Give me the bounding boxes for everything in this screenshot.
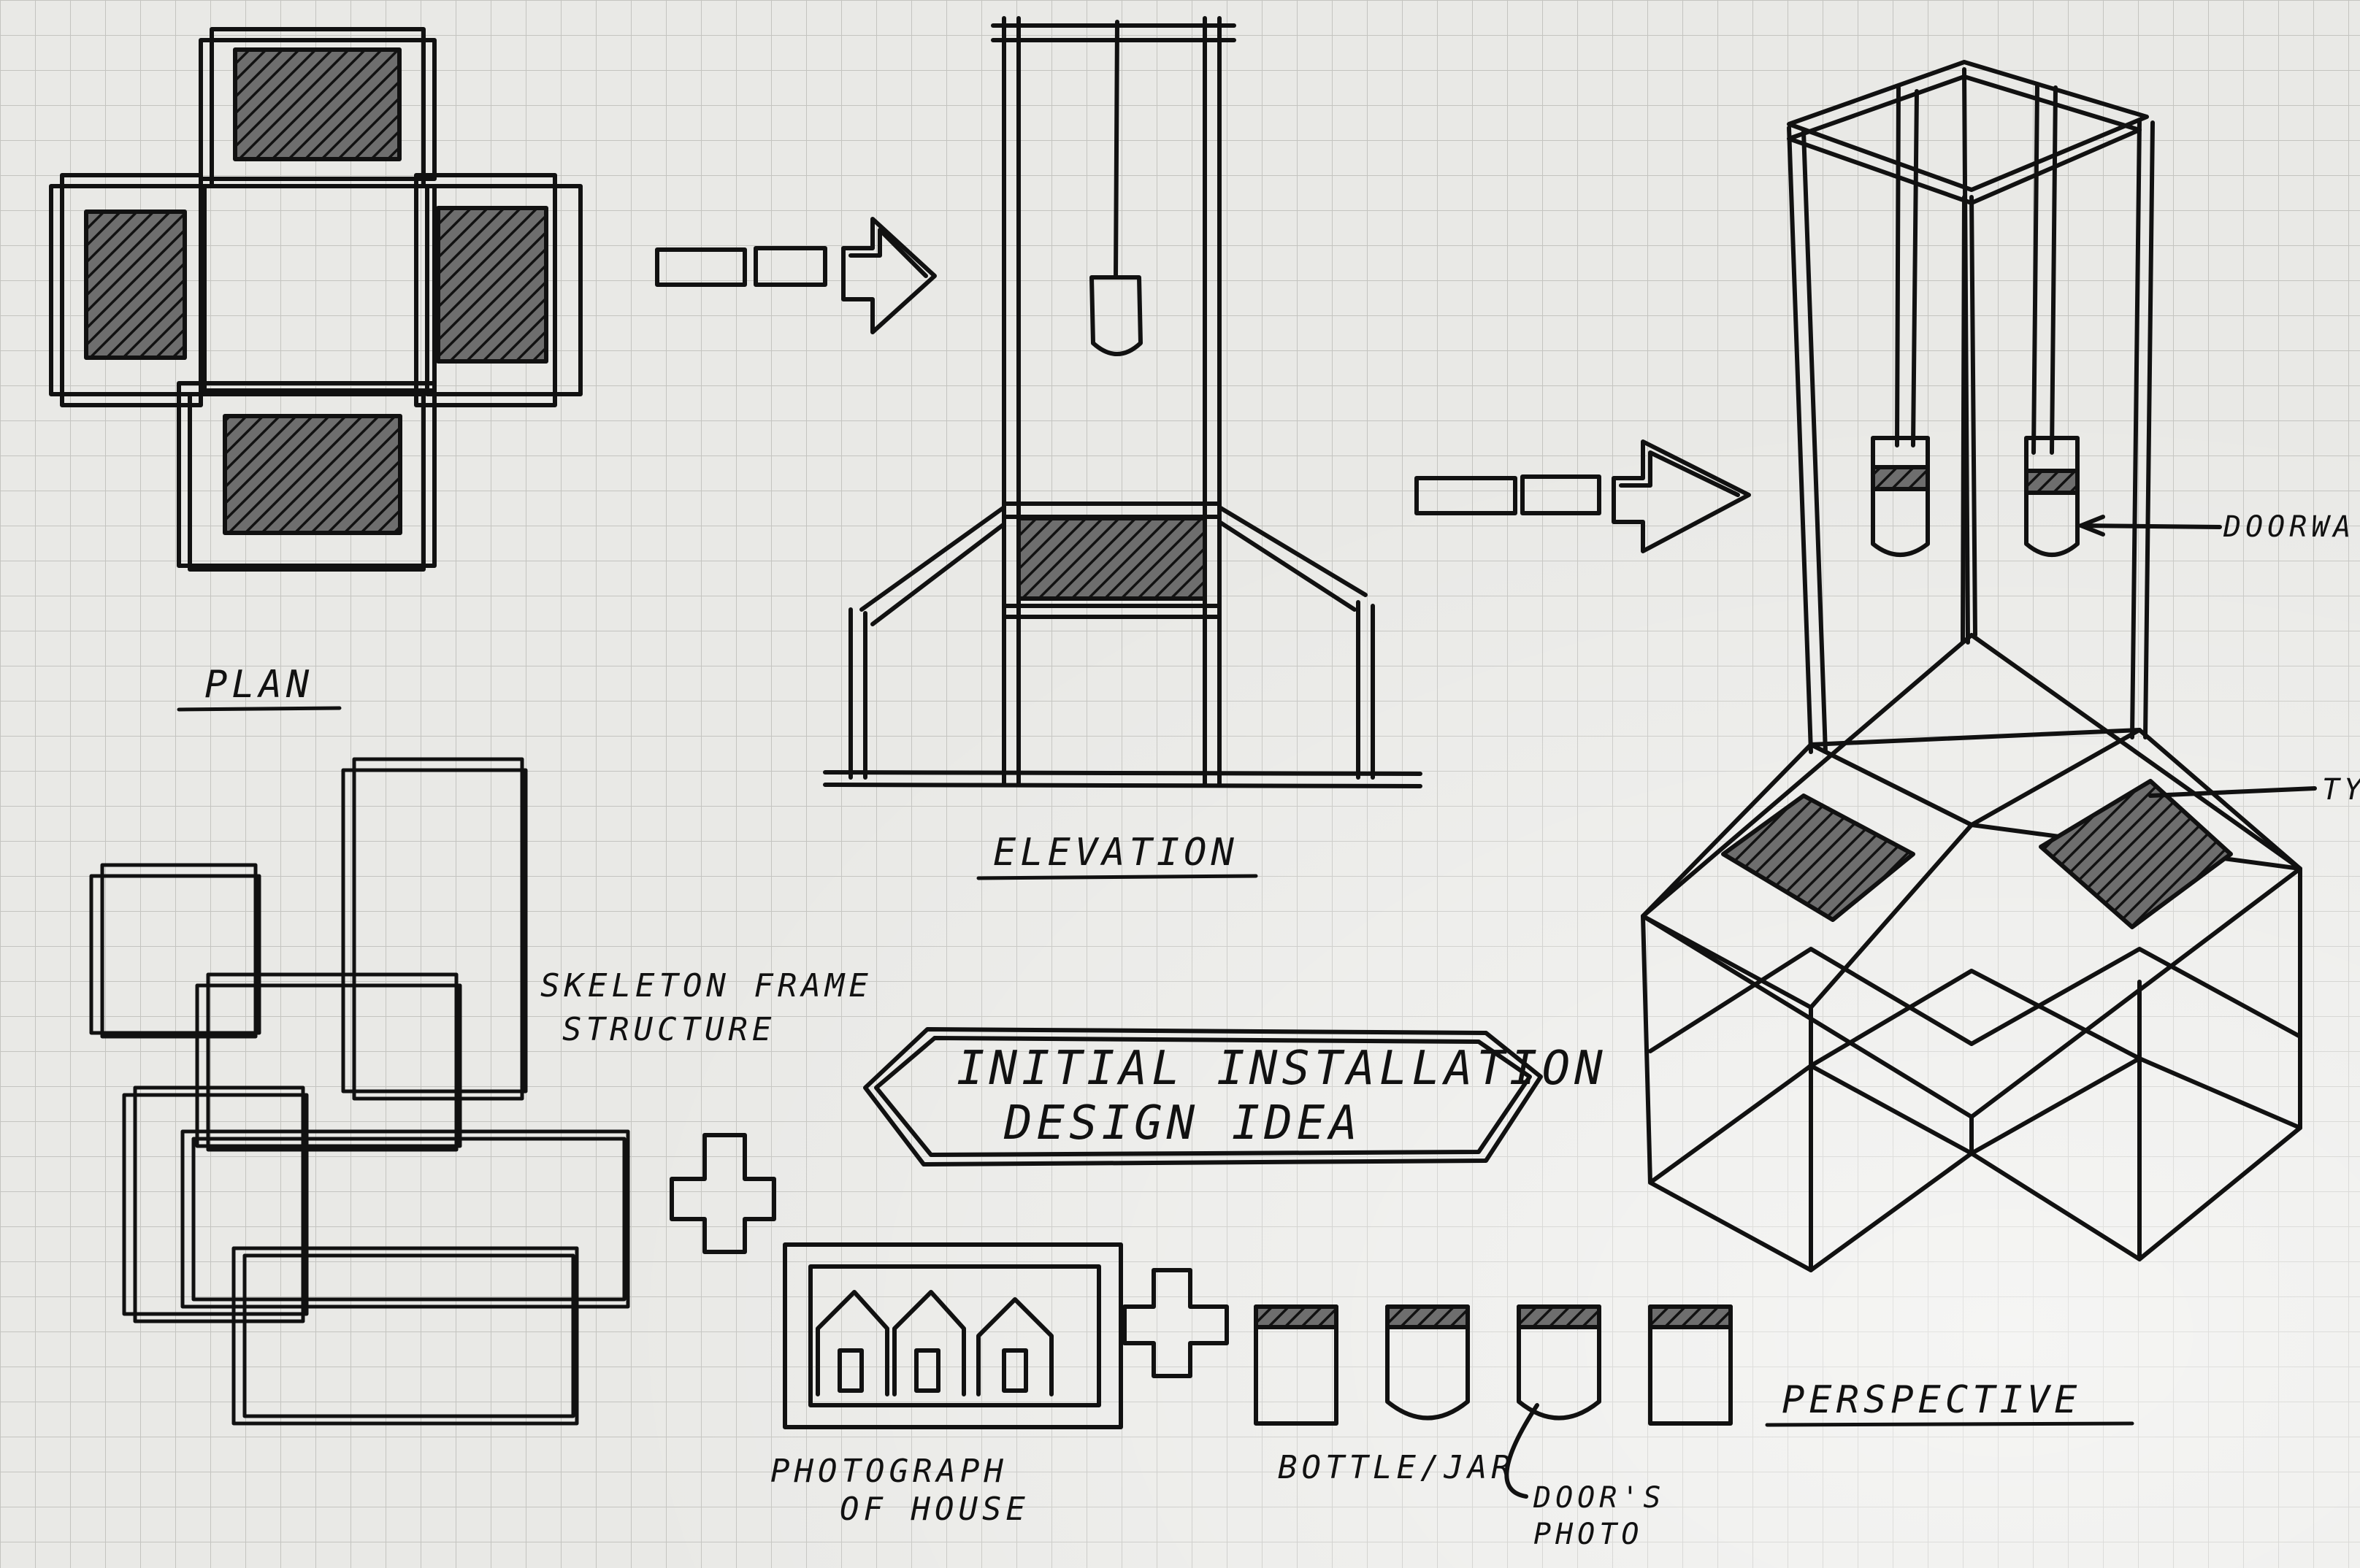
doorway-callout-label: DOORWA (2223, 510, 2356, 544)
doors-photo-arrow (1504, 1403, 1539, 1499)
doors-label-line1: DOOR'S (1533, 1481, 1666, 1515)
perspective-jar (1871, 436, 1930, 557)
perspective-drawing (1641, 60, 2317, 1272)
elevation-underline (976, 874, 1258, 880)
house-icon (816, 1290, 889, 1396)
plan-label: PLAN (204, 663, 313, 707)
plan-hatched-panel-left (84, 210, 187, 360)
skeleton-label-line1: SKELETON FRAME (540, 967, 873, 1004)
arrow-right-icon (1414, 439, 1751, 553)
cross-icon (1122, 1268, 1229, 1378)
title-line2: DESIGN IDEA (1003, 1096, 1362, 1150)
title-line1: INITIAL INSTALLATION (957, 1042, 1607, 1096)
house-icon (892, 1290, 966, 1396)
skeleton-frame-drawing (89, 757, 630, 1426)
perspective-label: PERSPECTIVE (1782, 1378, 2081, 1422)
photo-label-line1: PHOTOGRAPH (770, 1453, 1008, 1490)
pendant-jar (1089, 275, 1143, 356)
elevation-drawing (823, 16, 1422, 788)
cross-icon (670, 1133, 776, 1254)
elevation-hatched-panel (1016, 516, 1207, 601)
jar-icon (1517, 1304, 1601, 1421)
ty-callout-label: TY (2322, 773, 2360, 807)
jar-icon (1385, 1304, 1470, 1421)
elevation-label: ELEVATION (993, 831, 1238, 875)
perspective-jar (2024, 436, 2080, 557)
perspective-underline (1765, 1421, 2134, 1427)
house-photograph (783, 1242, 1123, 1429)
plan-drawing (49, 27, 583, 572)
perspective-hatched-tile-right (2039, 779, 2233, 929)
photo-label-line2: OF HOUSE (840, 1491, 1030, 1528)
plan-hatched-panel-top (233, 47, 402, 161)
plan-hatched-panel-bottom (223, 414, 402, 535)
perspective-hatched-tile-left (1721, 793, 1915, 922)
arrow-right-icon (655, 217, 937, 334)
plan-hatched-panel-right (436, 206, 548, 364)
bottle-jar-label: BOTTLE/JAR (1278, 1449, 1515, 1486)
plan-underline (177, 706, 342, 712)
doors-label-line2: PHOTO (1533, 1518, 1643, 1551)
skeleton-label-line2: STRUCTURE (562, 1011, 775, 1048)
jars-row (1254, 1304, 1733, 1499)
house-icon (976, 1297, 1054, 1396)
title-banner (863, 1027, 1543, 1167)
